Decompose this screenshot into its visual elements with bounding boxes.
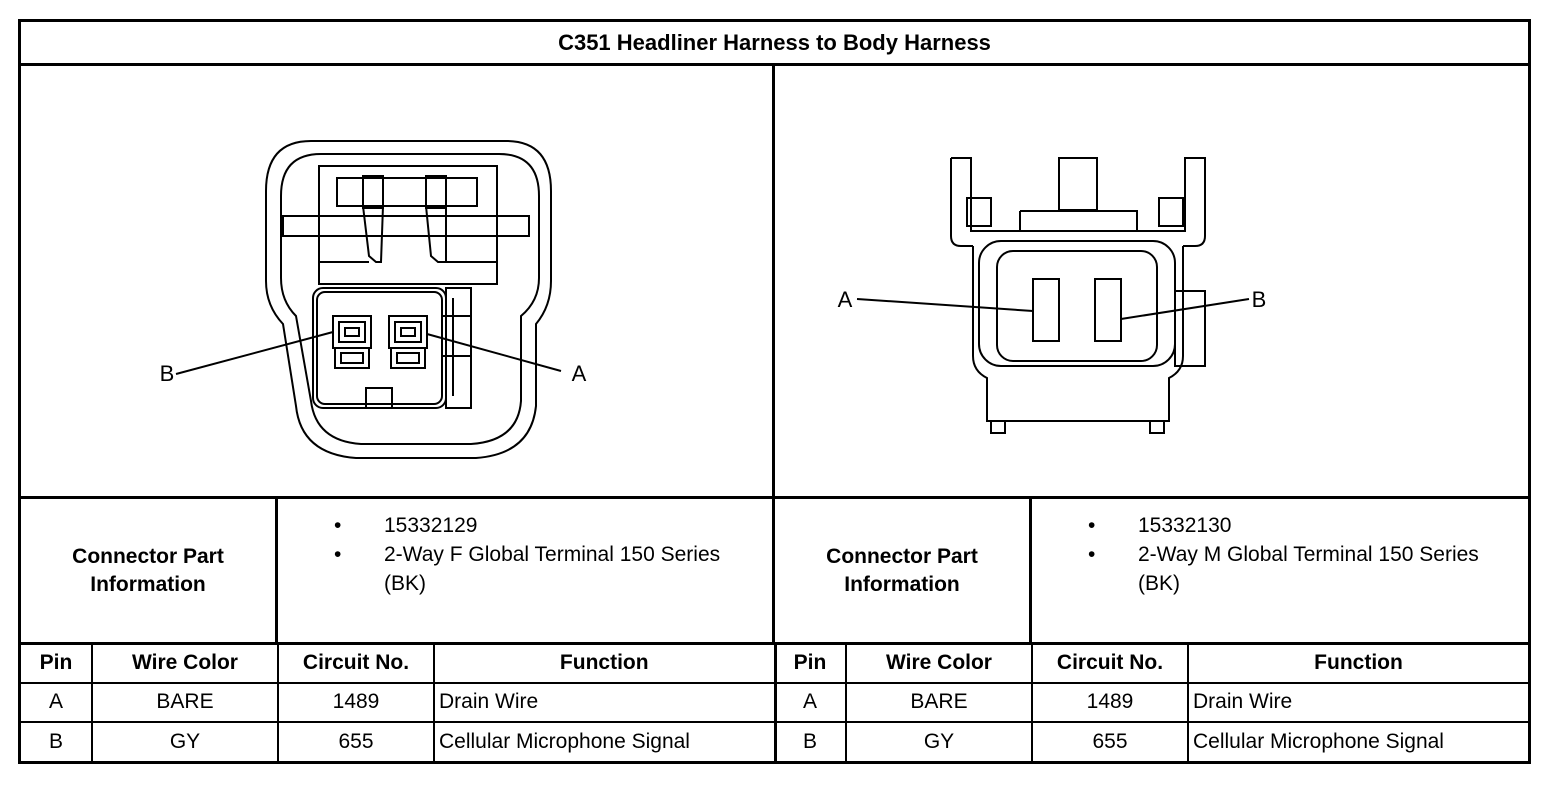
list-item: • 2-Way F Global Terminal 150 Series (BK… (278, 540, 772, 598)
part-number: 15332129 (384, 514, 478, 537)
right-pin-table: Pin Wire Color Circuit No. Function A BA… (775, 642, 1528, 761)
table-row: A BARE 1489 Drain Wire (21, 681, 777, 723)
right-connector-info: Connector Part Information • 15332130 • … (775, 496, 1528, 642)
circuit-no-cell: 655 (277, 720, 435, 761)
pin-cell: B (775, 720, 847, 761)
connector-sheet: C351 Headliner Harness to Body Harness (18, 19, 1531, 764)
female-connector-face-icon: B A (160, 140, 587, 459)
column-header-wire-color: Wire Color (845, 642, 1033, 684)
pin-label-a: A (838, 287, 853, 312)
bullet-icon: • (1088, 543, 1096, 566)
connector-description: 2-Way F Global Terminal 150 Series (BK) (384, 543, 721, 595)
column-header-circuit-no: Circuit No. (277, 642, 435, 684)
list-item: • 15332130 (1032, 511, 1528, 540)
bullet-icon: • (1088, 514, 1096, 537)
column-header-pin: Pin (775, 642, 847, 684)
connector-part-info-list: • 15332129 • 2-Way F Global Terminal 150… (278, 499, 772, 654)
pin-cell: A (775, 681, 847, 723)
table-header-row: Pin Wire Color Circuit No. Function (21, 642, 777, 684)
table-row: B GY 655 Cellular Microphone Signal (21, 720, 777, 761)
circuit-no-cell: 655 (1031, 720, 1189, 761)
left-pin-table: Pin Wire Color Circuit No. Function A BA… (21, 642, 777, 761)
pin-cell: B (21, 720, 93, 761)
column-header-pin: Pin (21, 642, 93, 684)
male-connector-drawing: A B (775, 66, 1528, 496)
function-cell: Drain Wire (1187, 681, 1528, 723)
table-row: A BARE 1489 Drain Wire (775, 681, 1528, 723)
wire-color-cell: BARE (91, 681, 279, 723)
column-header-wire-color: Wire Color (91, 642, 279, 684)
circuit-no-cell: 1489 (277, 681, 435, 723)
list-item: • 2-Way M Global Terminal 150 Series (BK… (1032, 540, 1528, 598)
pin-label-b: B (1252, 287, 1267, 312)
pin-label-a: A (572, 361, 587, 386)
connector-part-info-list: • 15332130 • 2-Way M Global Terminal 150… (1032, 499, 1528, 654)
bullet-icon: • (334, 514, 342, 537)
bullet-icon: • (334, 543, 342, 566)
function-cell: Drain Wire (433, 681, 777, 723)
list-item: • 15332129 (278, 511, 772, 540)
connector-part-info-label: Connector Part Information (775, 499, 1032, 642)
column-header-circuit-no: Circuit No. (1031, 642, 1189, 684)
male-connector-face-icon: A B (838, 157, 1267, 434)
pin-cell: A (21, 681, 93, 723)
connector-description: 2-Way M Global Terminal 150 Series (BK) (1138, 543, 1479, 595)
wire-color-cell: BARE (845, 681, 1033, 723)
left-connector-info: Connector Part Information • 15332129 • … (21, 496, 775, 642)
part-number: 15332130 (1138, 514, 1232, 537)
column-header-function: Function (1187, 642, 1528, 684)
wire-color-cell: GY (845, 720, 1033, 761)
table-row: B GY 655 Cellular Microphone Signal (775, 720, 1528, 761)
wire-color-cell: GY (91, 720, 279, 761)
page-title: C351 Headliner Harness to Body Harness (21, 22, 1528, 66)
circuit-no-cell: 1489 (1031, 681, 1189, 723)
function-cell: Cellular Microphone Signal (1187, 720, 1528, 761)
column-header-function: Function (433, 642, 777, 684)
function-cell: Cellular Microphone Signal (433, 720, 777, 761)
female-connector-drawing: B A (21, 66, 775, 496)
pin-label-b: B (160, 361, 175, 386)
table-header-row: Pin Wire Color Circuit No. Function (775, 642, 1528, 684)
connector-part-info-label: Connector Part Information (21, 499, 278, 642)
